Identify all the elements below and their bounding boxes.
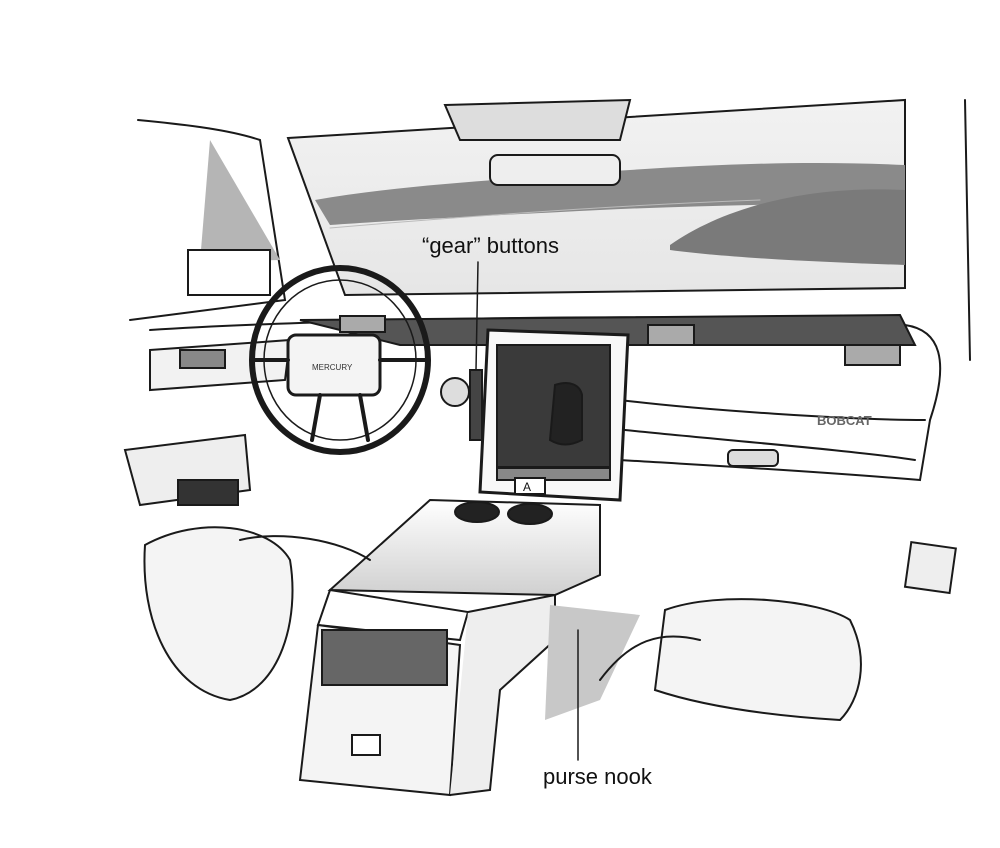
steering-hub-display bbox=[286, 333, 382, 397]
steering-wheel-brand-badge: MERCURY bbox=[312, 363, 353, 372]
treeline bbox=[315, 162, 905, 225]
hill bbox=[670, 189, 905, 265]
shift-key-label: A bbox=[523, 480, 531, 494]
purse-nook-annotation: purse nook bbox=[543, 764, 652, 789]
passenger-seat bbox=[653, 598, 862, 722]
car-render-on-screen bbox=[548, 382, 583, 446]
gear-buttons bbox=[469, 369, 483, 441]
cupholder-left bbox=[454, 501, 500, 523]
side-mirror bbox=[187, 249, 271, 296]
dashboard-model-badge: BOBCAT bbox=[817, 413, 872, 428]
cupholder-right bbox=[507, 503, 553, 525]
rearview-mirror bbox=[489, 154, 621, 186]
gear-buttons-annotation: “gear” buttons bbox=[422, 233, 559, 258]
glovebox-handle bbox=[727, 449, 779, 467]
driver-seat bbox=[143, 526, 294, 702]
purse-nook bbox=[545, 605, 640, 720]
side-window bbox=[200, 140, 280, 262]
